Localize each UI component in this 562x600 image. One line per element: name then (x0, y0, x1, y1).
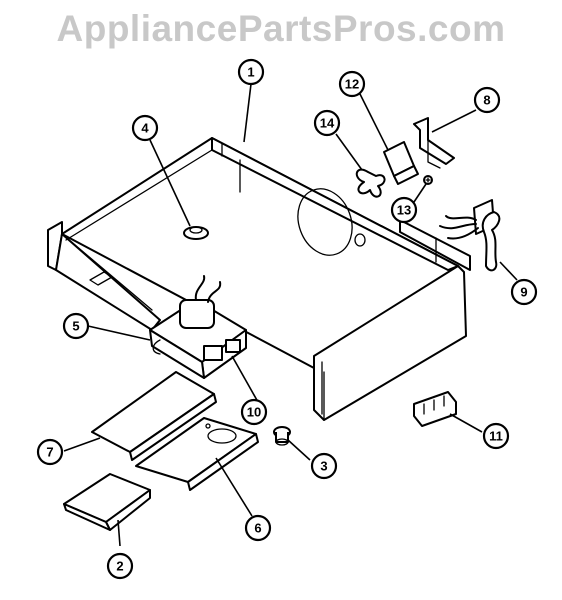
watermark-text: AppliancePartsPros.com (56, 8, 506, 49)
svg-text:4: 4 (141, 121, 149, 136)
panel-part-7 (91, 371, 217, 461)
callout-3: 3 (310, 452, 338, 480)
svg-text:11: 11 (489, 429, 503, 444)
svg-text:14: 14 (320, 116, 335, 131)
callout-10: 10 (240, 398, 268, 426)
svg-text:2: 2 (116, 559, 123, 574)
svg-text:5: 5 (72, 319, 79, 334)
cover-part-2 (63, 473, 151, 531)
svg-text:12: 12 (345, 77, 359, 92)
svg-text:6: 6 (254, 521, 261, 536)
callout-5: 5 (62, 312, 90, 340)
leader-lines (63, 83, 518, 547)
callout-13: 13 (390, 196, 418, 224)
svg-text:13: 13 (397, 203, 411, 218)
wire-harness-part-9 (439, 199, 501, 272)
fan-motor-assembly (355, 117, 455, 198)
callout-12: 12 (338, 70, 366, 98)
callout-4: 4 (131, 114, 159, 142)
foot-part-3 (273, 426, 291, 446)
svg-text:9: 9 (520, 285, 527, 300)
plate-part-6 (135, 417, 259, 491)
thermostat-part-4 (183, 226, 209, 240)
callout-8: 8 (473, 86, 501, 114)
callout-7: 7 (36, 438, 64, 466)
svg-text:8: 8 (483, 93, 490, 108)
svg-text:7: 7 (46, 445, 53, 460)
base-pan (47, 137, 471, 421)
callout-11: 11 (482, 422, 510, 450)
callout-9: 9 (510, 278, 538, 306)
callout-14: 14 (313, 109, 341, 137)
svg-text:3: 3 (320, 459, 327, 474)
callout-1: 1 (237, 58, 265, 86)
timer-assembly (149, 275, 247, 379)
callout-6: 6 (244, 514, 272, 542)
terminal-block-part-11 (413, 391, 457, 427)
callout-2: 2 (106, 552, 134, 580)
svg-text:10: 10 (247, 405, 261, 420)
svg-text:1: 1 (247, 65, 254, 80)
